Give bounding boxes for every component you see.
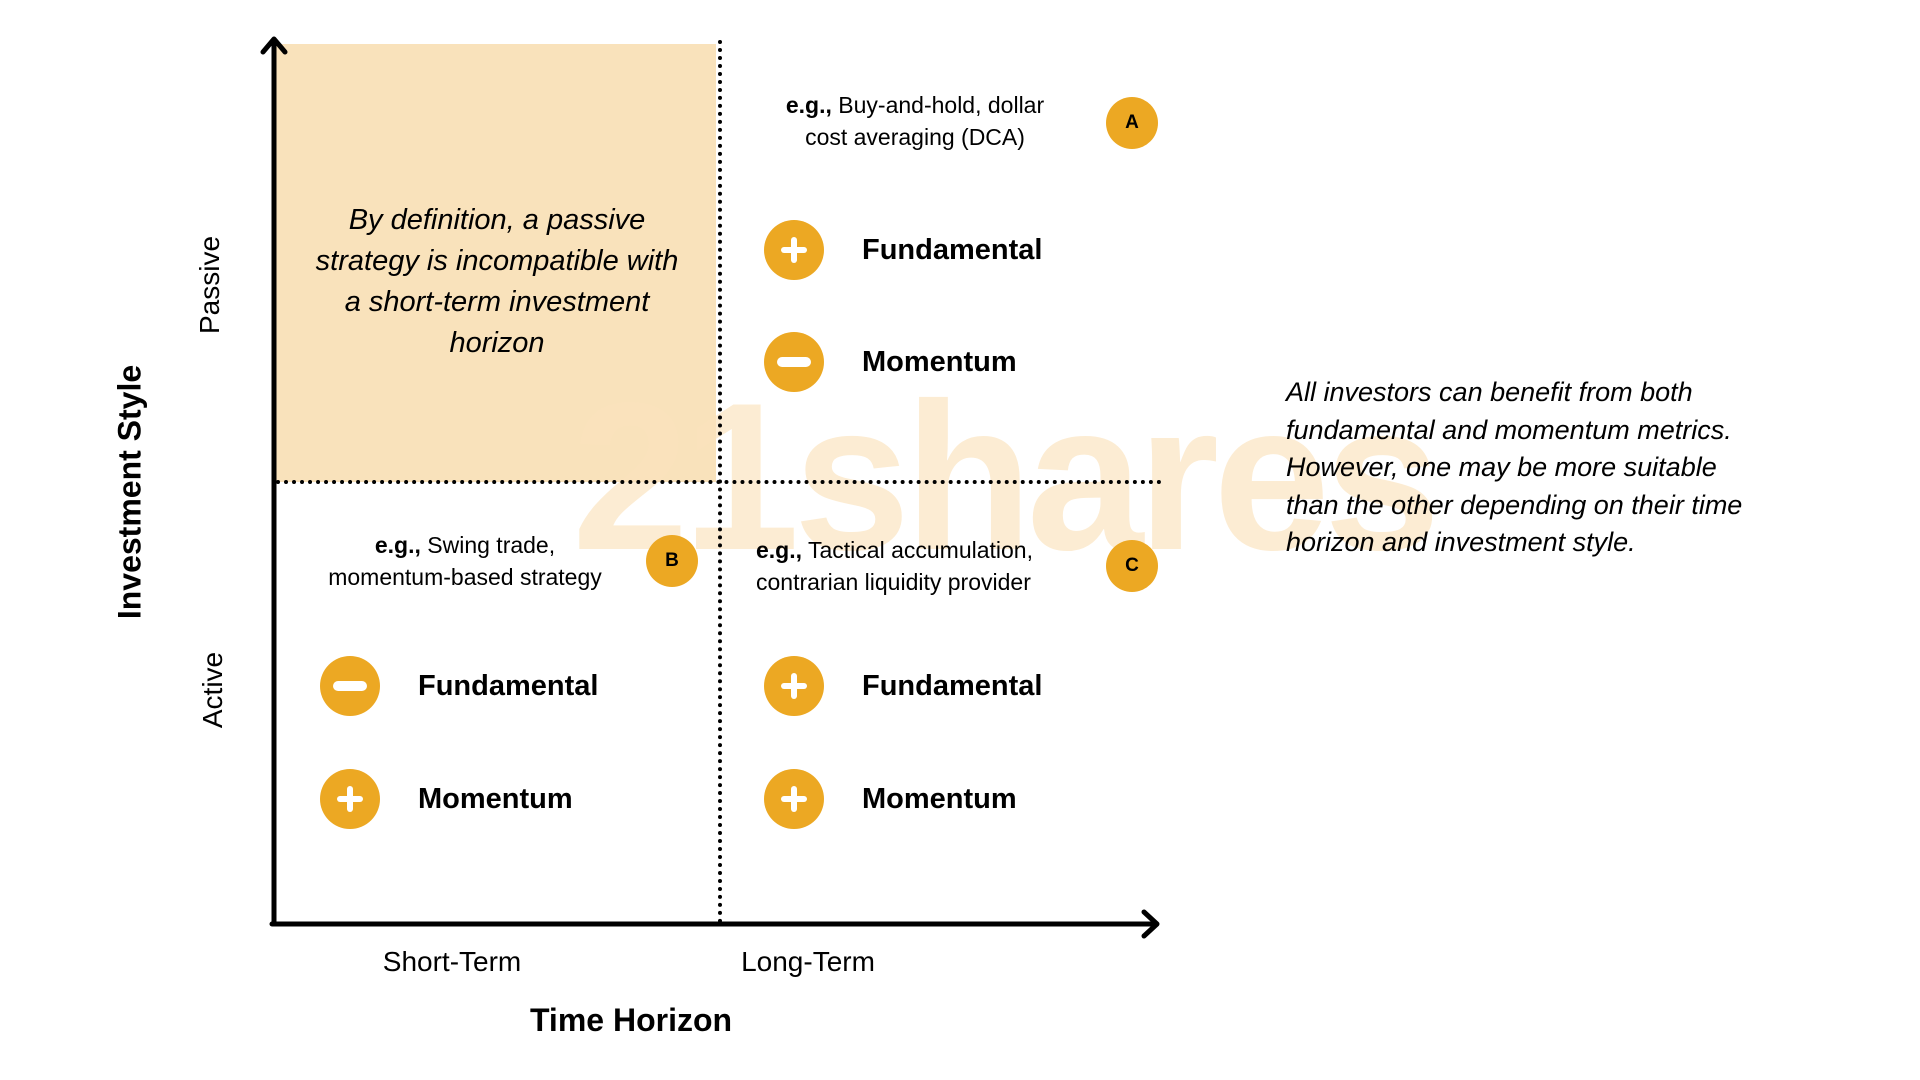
minus-icon (764, 332, 824, 392)
horizontal-divider (276, 480, 1162, 484)
eg-prefix: e.g., (785, 92, 832, 118)
example-c: e.g., Tactical accumulation, contrarian … (756, 534, 1086, 598)
example-text: Swing trade, (420, 532, 556, 558)
passive-short-term-quadrant (276, 44, 716, 482)
example-b: e.g., Swing trade, momentum-based strate… (300, 529, 630, 593)
x-category-short-term: Short-Term (382, 946, 522, 977)
metric-label: Momentum (862, 782, 1017, 815)
y-category-active: Active (197, 651, 228, 729)
example-text: cost averaging (DCA) (805, 124, 1025, 150)
metric-momentum-b: Momentum (320, 769, 573, 829)
metric-fundamental-c: Fundamental (764, 656, 1042, 716)
metric-label: Momentum (862, 345, 1017, 378)
eg-prefix: e.g., (756, 537, 803, 563)
watermark-logo: 21shares (572, 359, 1441, 594)
plus-icon (764, 769, 824, 829)
incompatibility-note: By definition, a passive strategy is inc… (315, 204, 679, 359)
side-note: All investors can benefit from both fund… (1286, 377, 1743, 557)
x-axis-title: Time Horizon (529, 1002, 733, 1038)
y-category-passive: Passive (194, 235, 225, 335)
eg-prefix: e.g., (374, 532, 421, 558)
metric-momentum-c: Momentum (764, 769, 1017, 829)
metric-label: Fundamental (862, 669, 1043, 702)
metric-label: Fundamental (418, 669, 599, 702)
y-axis-title: Investment Style (111, 364, 148, 620)
example-text: Tactical accumulation, (802, 537, 1033, 563)
plus-icon (320, 769, 380, 829)
metric-label: Fundamental (862, 233, 1043, 266)
metric-momentum-a: Momentum (764, 332, 1017, 392)
minus-icon (320, 656, 380, 716)
x-axis (269, 909, 1160, 939)
metric-fundamental-a: Fundamental (764, 220, 1042, 280)
example-text: momentum-based strategy (328, 564, 602, 590)
example-a: e.g., Buy-and-hold, dollar cost averagin… (760, 89, 1070, 153)
badge-c: C (1106, 540, 1158, 592)
metric-label: Momentum (418, 782, 573, 815)
example-text: Buy-and-hold, dollar (831, 92, 1045, 118)
example-text: contrarian liquidity provider (756, 569, 1031, 595)
y-axis (260, 36, 288, 927)
metric-fundamental-b: Fundamental (320, 656, 598, 716)
plus-icon (764, 656, 824, 716)
plus-icon (764, 220, 824, 280)
x-category-long-term: Long-Term (741, 946, 875, 977)
badge-a: A (1106, 97, 1158, 149)
badge-b: B (646, 535, 698, 587)
